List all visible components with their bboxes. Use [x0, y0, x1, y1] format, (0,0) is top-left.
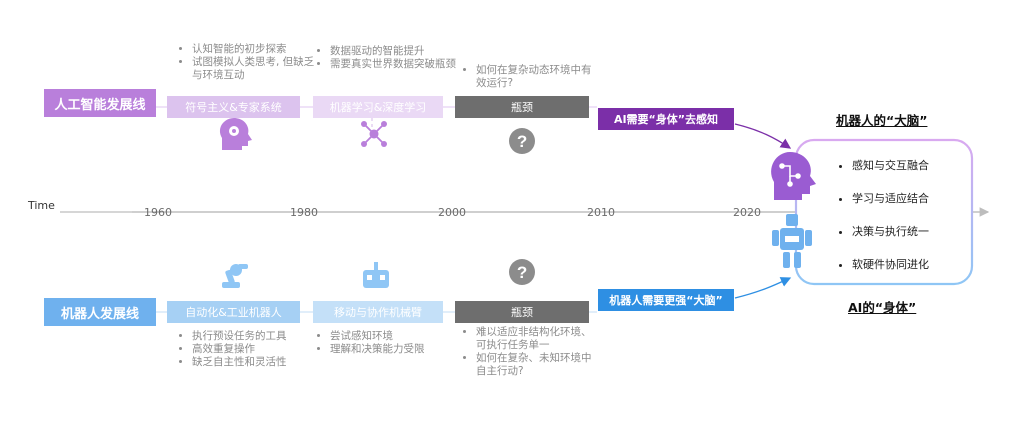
note-item: 如何在复杂动态环境中有效运行? [476, 64, 594, 90]
robot-brain-title: 机器人的“大脑” [836, 113, 928, 128]
convergence-item: 感知与交互融合 [852, 149, 982, 182]
ai-lane-title: 人工智能发展线 [44, 89, 156, 117]
convergence-item: 软硬件协同进化 [852, 248, 982, 281]
year-label: 2000 [438, 206, 466, 219]
note-item: 需要真实世界数据突破瓶颈 [330, 58, 460, 71]
robot-body-icon [772, 214, 812, 268]
robot-stage-1-notes: 执行预设任务的工具 高效重复操作 缺乏自主性和灵活性 [178, 330, 322, 369]
note-item: 如何在复杂、未知环境中自主行动? [476, 352, 594, 378]
note-item: 缺乏自主性和灵活性 [192, 356, 322, 369]
ai-stage-2-notes: 数据驱动的智能提升 需要真实世界数据突破瓶颈 [316, 45, 460, 71]
question-circle-icon: ? [509, 128, 535, 154]
robot-stage-bottleneck: 瓶颈 [455, 301, 589, 323]
robot-arm-icon [222, 264, 248, 288]
year-label: 1960 [144, 206, 172, 219]
ai-callout-arrow [734, 123, 792, 149]
ai-stage-symbolic: 符号主义&专家系统 [167, 96, 300, 118]
note-item: 难以适应非结构化环境、可执行任务单一 [476, 326, 594, 352]
note-item: 理解和决策能力受限 [330, 343, 460, 356]
robot-callout-arrow [734, 277, 792, 299]
brain-head-icon [219, 118, 252, 150]
time-axis-label: Time [28, 199, 55, 212]
note-item: 认知智能的初步探索 [192, 43, 322, 56]
ai-stage-3-notes: 如何在复杂动态环境中有效运行? [462, 64, 594, 90]
svg-text:?: ? [517, 132, 527, 151]
robot-stage-3-notes: 难以适应非结构化环境、可执行任务单一 如何在复杂、未知环境中自主行动? [462, 326, 594, 378]
ai-body-title: AI的“身体” [848, 300, 917, 315]
ai-stage-bottleneck: 瓶颈 [455, 96, 589, 118]
year-label: 2020 [733, 206, 761, 219]
convergence-item: 学习与适应结合 [852, 182, 982, 215]
ai-stage-ml: 机器学习&深度学习 [313, 96, 443, 118]
ai-callout: AI需要“身体”去感知 [598, 108, 734, 130]
question-circle-icon: ? [509, 259, 535, 285]
convergence-list: 感知与交互融合 学习与适应结合 决策与执行统一 软硬件协同进化 [838, 149, 982, 281]
robot-callout: 机器人需要更强“大脑” [598, 289, 734, 311]
svg-text:?: ? [517, 263, 527, 282]
robot-stage-industrial: 自动化&工业机器人 [167, 301, 300, 323]
neural-network-icon [361, 121, 387, 147]
note-item: 数据驱动的智能提升 [330, 45, 460, 58]
robot-stage-2-notes: 尝试感知环境 理解和决策能力受限 [316, 330, 460, 356]
robot-stage-mobile: 移动与协作机械臂 [313, 301, 443, 323]
ai-head-icon [771, 152, 816, 200]
ai-stage-1-notes: 认知智能的初步探索 试图模拟人类思考, 但缺乏与环境互动 [178, 43, 322, 82]
convergence-item: 决策与执行统一 [852, 215, 982, 248]
note-item: 执行预设任务的工具 [192, 330, 322, 343]
note-item: 试图模拟人类思考, 但缺乏与环境互动 [192, 56, 322, 82]
year-label: 1980 [290, 206, 318, 219]
note-item: 高效重复操作 [192, 343, 322, 356]
convergence-panel [794, 138, 974, 286]
year-label: 2010 [587, 206, 615, 219]
robot-lane-title: 机器人发展线 [44, 298, 156, 326]
note-item: 尝试感知环境 [330, 330, 460, 343]
mobile-robot-icon [363, 262, 389, 288]
